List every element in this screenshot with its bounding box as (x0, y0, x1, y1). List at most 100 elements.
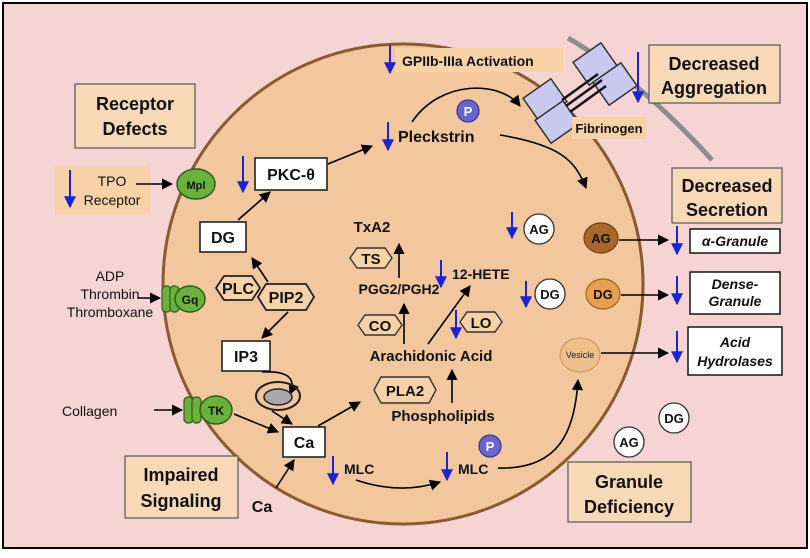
ca-inner-box (282, 426, 326, 458)
pla2-label: PLA2 (386, 383, 424, 400)
co-box (357, 314, 403, 336)
vesicle-label: Vesicle (566, 350, 595, 360)
callout-receptor-defects: Receptor Defects (74, 83, 196, 149)
arrow-tk-to-ca (233, 413, 280, 434)
dg-granule-free (658, 402, 690, 434)
dg-granule-normal (534, 278, 566, 310)
ip3-box (221, 340, 271, 372)
ag-granule-secreting (583, 222, 619, 254)
arrow-store-to-ca (271, 410, 293, 425)
pleckstrin-phospho-icon (456, 99, 480, 123)
tk-receptor-icon (183, 395, 233, 425)
arrow-pleckstrin-to-gpiib (411, 87, 521, 123)
alpha-granule-label: α-Granule (702, 233, 768, 249)
ag-granule-free (613, 426, 645, 458)
arachidonic-acid-label: Arachidonic Acid (370, 348, 493, 365)
tpo-receptor-label: Receptor (84, 192, 141, 208)
ca-outer-label: Ca (252, 499, 273, 516)
ca-inner-label: Ca (294, 435, 315, 452)
ts-label: TS (361, 251, 380, 268)
co-label: CO (369, 318, 392, 335)
vesicle-icon (559, 337, 601, 373)
callout-impaired-signaling: Impaired Signaling (124, 455, 239, 519)
pkc-box (254, 157, 328, 191)
callout-text: Aggregation (661, 78, 767, 98)
mlc2-label: MLC (458, 461, 488, 477)
dg-granule-secreting (585, 278, 621, 310)
dense-tubular-store-icon (255, 381, 301, 411)
thrombin-label: Thrombin (80, 286, 139, 302)
arrow-mlc-to-vesicle (497, 378, 583, 469)
mlc-phospho-icon (478, 434, 502, 458)
dense-granule-label: Granule (709, 293, 762, 309)
lo-label: LO (471, 315, 492, 332)
arrow-pkc-to-pleckstrin (327, 144, 374, 165)
plc-box (214, 275, 262, 301)
txa2-label: TxA2 (354, 219, 391, 236)
dense-granule-box (689, 271, 781, 315)
phospholipids-label: Phospholipids (391, 408, 494, 425)
mpl-label: Mpl (187, 180, 206, 192)
callout-text: Secretion (686, 200, 768, 220)
acid-hydrolases-label: Hydrolases (697, 353, 773, 369)
dg-label: DG (664, 411, 684, 426)
dg-label: DG (540, 287, 560, 302)
callout-text: Receptor (96, 94, 174, 114)
ip3-label: IP3 (234, 349, 258, 366)
dense-granule-label: Dense- (712, 276, 759, 292)
arrow-pleckstrin-to-secretion (499, 134, 588, 190)
lo-box (459, 311, 503, 333)
ag-label: AG (529, 222, 549, 237)
pip2-label: PIP2 (269, 290, 304, 307)
pleckstrin-label: Pleckstrin (398, 129, 474, 146)
pgg2-label: PGG2/PGH2 (359, 281, 440, 297)
collagen-label: Collagen (62, 403, 117, 419)
acid-hydrolases-label: Acid (719, 334, 751, 350)
fibrinogen-label: Fibrinogen (575, 121, 642, 136)
mpl-receptor-icon (176, 168, 216, 200)
fibrinogen-label-bg (572, 117, 646, 139)
tpo-label: TPO (98, 173, 127, 189)
arrow-dg-to-pkc (237, 191, 271, 221)
arrow-aa-to-hete (427, 285, 471, 345)
callout-decreased-secretion: Decreased Secretion (671, 167, 783, 224)
arrow-pip2-to-dg (251, 257, 269, 283)
fibrinogen-receptor-icon (521, 41, 639, 145)
callout-text: Signaling (141, 491, 222, 511)
arrow-outer-ca-to-inner (275, 459, 295, 489)
callout-text: Decreased (681, 176, 772, 196)
ag-label: AG (619, 435, 639, 450)
gpiib-label-bg (395, 48, 563, 72)
pla2-box (373, 376, 437, 404)
adp-label: ADP (96, 268, 125, 284)
phospho-label: P (464, 104, 473, 119)
arrow-ip3-to-store (261, 371, 300, 396)
callout-text: Impaired (143, 465, 218, 485)
callout-decreased-aggregation: Decreased Aggregation (648, 44, 781, 104)
thromboxane-label: Thromboxane (67, 304, 154, 320)
callout-granule-deficiency: Granule Deficiency (567, 461, 692, 523)
gpiib-label: GPIIb-IIIa Activation (402, 53, 534, 69)
callout-text: Deficiency (584, 497, 674, 517)
gq-label: Gq (182, 293, 199, 307)
ag-label: AG (591, 231, 611, 246)
callout-text: Granule (595, 472, 663, 492)
acid-hydrolases-box (687, 326, 783, 376)
mlc1-label: MLC (344, 461, 374, 477)
ts-box (349, 247, 393, 269)
callout-text: Defects (102, 119, 167, 139)
adjacent-membrane-arc (566, 35, 714, 162)
ag-granule-normal (523, 213, 555, 245)
callout-text: Decreased (668, 54, 759, 74)
dg-lipid-label: DG (211, 230, 235, 247)
arrow-ca-to-pla2 (317, 401, 361, 427)
gq-receptor-icon (161, 285, 206, 313)
alpha-granule-box (689, 228, 781, 254)
plc-label: PLC (222, 281, 254, 298)
pip2-box (256, 283, 316, 311)
dg-label: DG (593, 287, 613, 302)
arrow-pip2-to-ip3 (261, 311, 289, 339)
dg-lipid-box (199, 221, 247, 253)
tk-label: TK (208, 404, 224, 418)
